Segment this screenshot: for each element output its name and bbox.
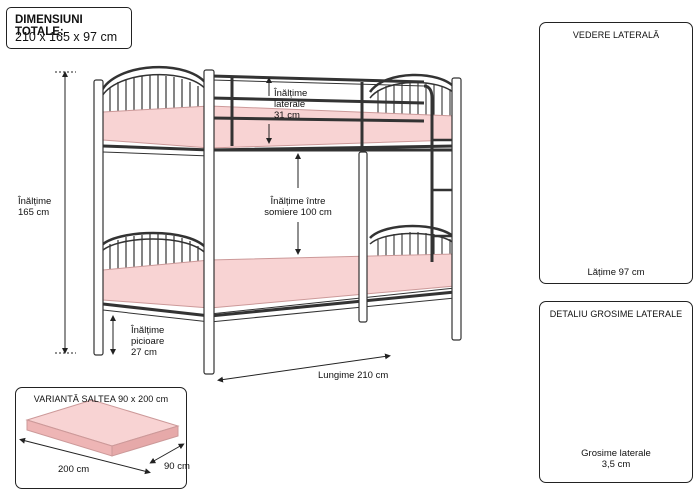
rail-height-label-line1: Înălțime bbox=[274, 88, 308, 99]
mattress-width-label: 90 cm bbox=[164, 461, 190, 472]
side-view-width-label: Lățime 97 cm bbox=[587, 267, 645, 278]
mattress-variant-box: VARIANTĂ SALTEA 90 x 200 cm bbox=[15, 387, 187, 489]
between-height-label: Înălțime între somiere 100 cm bbox=[258, 196, 338, 218]
total-dimensions-title: DIMENSIUNI TOTALE: bbox=[15, 14, 83, 38]
between-height-label-line1: Înălțime între bbox=[270, 196, 326, 207]
side-view-title: VEDERE LATERALĂ bbox=[572, 30, 660, 40]
rail-height-label: Înălțime laterale 31 cm bbox=[274, 88, 307, 121]
legs-height-label-line1: Înălțime bbox=[131, 325, 165, 336]
detail-thickness-label: Grosime laterale 3,5 cm bbox=[540, 448, 692, 470]
rail-height-label-line2: laterale bbox=[274, 99, 306, 110]
side-view-box: VEDERE LATERALĂ Lățime 97 cm bbox=[539, 22, 693, 284]
height-label-line2: 165 cm bbox=[18, 207, 50, 218]
height-label-line1: Înălțime bbox=[18, 196, 52, 207]
legs-height-label-line3: 27 cm bbox=[131, 347, 157, 358]
rail-height-label-line3: 31 cm bbox=[274, 110, 300, 121]
height-dimension bbox=[55, 71, 76, 354]
mattress-length-label: 200 cm bbox=[58, 464, 90, 475]
between-height-label-line2: somiere 100 cm bbox=[264, 207, 332, 218]
length-label: Lungime 210 cm bbox=[318, 370, 389, 381]
total-dimensions-value: 210 x 165 x 97 cm bbox=[15, 30, 118, 44]
legs-height-label: Înălțime picioare 27 cm bbox=[131, 325, 164, 358]
detail-thickness-label-line1: Grosime laterale bbox=[581, 448, 651, 459]
total-dimensions-box: DIMENSIUNI TOTALE: 210 x 165 x 97 cm bbox=[6, 7, 132, 49]
mattress-variant-drawing bbox=[19, 399, 185, 475]
mattress-variant-title: VARIANTĂ SALTEA 90 x 200 cm bbox=[33, 394, 169, 404]
lower-mattress bbox=[102, 253, 456, 309]
detail-title: DETALIU GROSIME LATERALE bbox=[549, 309, 683, 319]
detail-box: DETALIU GROSIME LATERALE Grosime lateral… bbox=[539, 301, 693, 483]
bed-posts bbox=[93, 69, 462, 375]
legs-height-label-line2: picioare bbox=[131, 336, 165, 347]
height-label: Înălțime 165 cm bbox=[18, 196, 51, 218]
length-dimension bbox=[217, 353, 391, 383]
detail-thickness-label-line2: 3,5 cm bbox=[601, 459, 631, 470]
ladder bbox=[423, 84, 455, 262]
